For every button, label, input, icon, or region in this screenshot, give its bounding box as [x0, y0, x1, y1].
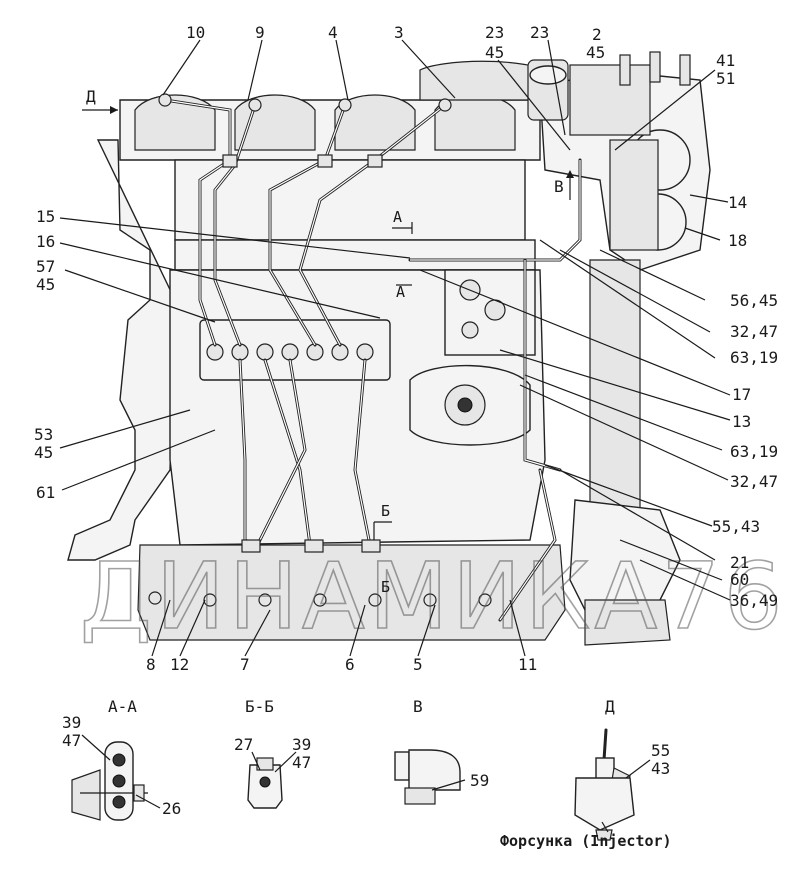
callout-45-a: 45 [485, 43, 504, 62]
callout-32-47-a: 32,47 [730, 322, 778, 341]
callout-51: 51 [716, 69, 735, 88]
detail-b-b-label-47: 47 [292, 753, 311, 772]
callout-23-a: 23 [485, 23, 504, 42]
callout-14: 14 [728, 193, 747, 212]
callout-32-47-b: 32,47 [730, 472, 778, 491]
callout-2: 2 [592, 25, 602, 44]
detail-b-b: Б-Б 27 39 47 [234, 697, 311, 809]
detail-a-a: А-А 39 47 26 [62, 697, 181, 821]
callout-53: 53 [34, 425, 53, 444]
callout-56-45: 56,45 [730, 291, 778, 310]
engine-block [67, 51, 711, 646]
detail-d-title: Д [605, 697, 615, 716]
callout-3: 3 [394, 23, 404, 42]
callout-5: 5 [413, 655, 423, 674]
detail-v-label-59: 59 [470, 771, 489, 790]
callout-21: 21 [730, 553, 749, 572]
callout-36-49: 36,49 [730, 591, 778, 610]
detail-a-a-label-39: 39 [62, 713, 81, 732]
callout-60: 60 [730, 570, 749, 589]
leader-lines [59, 39, 731, 657]
watermark: ДИНАМИКА76 [80, 543, 786, 650]
injector-caption: Форсунка (Injector) [500, 832, 672, 850]
detail-b-b-title: Б-Б [245, 697, 274, 716]
injection-pipes [158, 93, 582, 622]
callout-63-19-a: 63,19 [730, 348, 778, 367]
callout-labels: 10 9 4 3 23 45 23 2 45 41 51 14 18 15 16… [34, 23, 778, 674]
section-mark-b-top: Б [381, 502, 390, 520]
callout-13: 13 [732, 412, 751, 431]
callout-9: 9 [255, 23, 265, 42]
callout-45-c: 45 [36, 275, 55, 294]
callout-55-43: 55,43 [712, 517, 760, 536]
detail-b-b-label-39: 39 [292, 735, 311, 754]
callout-8: 8 [146, 655, 156, 674]
callout-15: 15 [36, 207, 55, 226]
callout-23-b: 23 [530, 23, 549, 42]
pump-outlets [206, 343, 374, 361]
detail-a-a-title: А-А [108, 697, 137, 716]
view-mark-d: Д [86, 87, 96, 106]
callout-45-d: 45 [34, 443, 53, 462]
callout-45-b: 45 [586, 43, 605, 62]
detail-v-title: В [413, 697, 423, 716]
view-marks: Д В А А Б Б [82, 87, 574, 596]
detail-a-a-label-26: 26 [162, 799, 181, 818]
callout-11: 11 [518, 655, 537, 674]
callout-10: 10 [186, 23, 205, 42]
detail-d-label-55: 55 [651, 741, 670, 760]
detail-b-b-label-27: 27 [234, 735, 253, 754]
detail-d-label-43: 43 [651, 759, 670, 778]
detail-a-a-label-47: 47 [62, 731, 81, 750]
callout-63-19-b: 63,19 [730, 442, 778, 461]
detail-v: В 59 [394, 697, 489, 805]
callout-17: 17 [732, 385, 751, 404]
callout-41: 41 [716, 51, 735, 70]
oil-pan-bolts [148, 591, 492, 607]
callout-7: 7 [240, 655, 250, 674]
callout-57: 57 [36, 257, 55, 276]
callout-16: 16 [36, 232, 55, 251]
callout-12: 12 [170, 655, 189, 674]
view-mark-v: В [554, 177, 564, 196]
callout-6: 6 [345, 655, 355, 674]
section-mark-a-top: А [393, 208, 402, 226]
section-mark-b-bottom: Б [381, 578, 390, 596]
callout-61: 61 [36, 483, 55, 502]
section-mark-a-bottom: А [396, 283, 405, 301]
callout-4: 4 [328, 23, 338, 42]
callout-18: 18 [728, 231, 747, 250]
detail-d: Д 55 43 Форсунка (Injector) [500, 697, 672, 850]
